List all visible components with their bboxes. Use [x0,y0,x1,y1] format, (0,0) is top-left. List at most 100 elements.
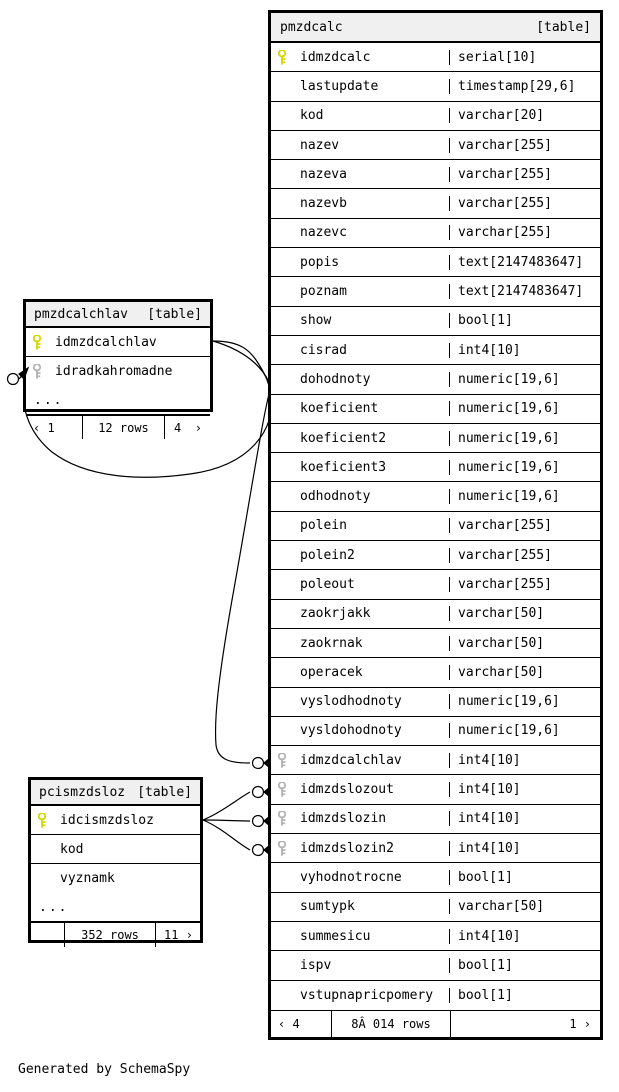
column-row[interactable]: vyznamk [31,864,200,893]
column-name-cell: nazev [271,138,449,153]
column-name: idmzdcalchlav [55,334,157,350]
pager-prev[interactable] [31,923,64,947]
column-type: varchar[50] [449,606,600,622]
column-row[interactable]: zaokrjakk varchar[50] [271,600,600,629]
column-name-cell: vstupnapricpomery [271,988,449,1003]
column-type: bool[1] [449,987,600,1003]
pager-next[interactable]: 1 › [569,1016,591,1031]
column-name: show [300,313,332,329]
column-type: timestamp[29,6] [449,78,600,94]
column-name-cell: kod [31,842,200,857]
column-name-cell: ispv [271,958,449,973]
column-name: kod [300,108,324,124]
column-name-cell: odhodnoty [271,489,449,504]
column-row[interactable]: idradkahromadne [26,357,210,386]
column-name: nazevb [300,196,347,212]
column-type: int4[10] [449,752,600,768]
table-header: pmzdcalc [table] [271,13,600,43]
pager-next[interactable]: 4 › [165,416,210,439]
column-name: dohodnoty [300,371,371,387]
column-name-cell: vyslodhodnoty [271,694,449,709]
pager-prev[interactable]: ‹ 1 [33,420,55,435]
column-row[interactable]: lastupdate timestamp[29,6] [271,72,600,102]
column-name-cell: nazevb [271,196,449,211]
column-name-cell: idmzdslozin2 [271,840,449,856]
column-name: polein [300,518,347,534]
column-row[interactable]: kod [31,835,200,864]
column-name-cell: idmzdcalchlav [271,752,449,768]
column-name-cell: idradkahromadne [26,364,210,379]
pager-row-count: 352 rows [64,923,156,947]
column-row[interactable]: idcismzdsloz [31,806,200,835]
ellipsis-label: ... [34,392,64,408]
column-name-cell: cisrad [271,343,449,358]
column-name-cell: idmzdcalc [271,49,449,65]
column-name-cell: operacek [271,665,449,680]
foreign-key-icon [273,811,293,826]
column-name: idmzdcalchlav [300,752,402,768]
column-type: varchar[255] [449,166,600,182]
column-name: kod [60,841,84,857]
table-title: pmzdcalc [280,19,343,35]
table-title: pmzdcalchlav [34,306,128,322]
column-name: koeficient2 [300,430,387,446]
pager-next[interactable]: 11 › [156,923,200,947]
column-name-cell: poznam [271,284,449,299]
column-type: int4[10] [449,928,600,944]
more-columns-row: ... [31,893,200,922]
column-row[interactable]: idmzdcalchlav [26,328,210,357]
column-list: idmzdcalchlav idradkahromadne [26,328,210,386]
diagram-caption: Generated by SchemaSpy [18,1062,191,1077]
pager[interactable]: ‹ 1 12 rows 4 › [26,415,210,439]
column-name: vyhodnotrocne [300,869,402,885]
column-type: varchar[255] [449,576,600,592]
column-name-cell: zaokrnak [271,636,449,651]
column-type: varchar[50] [449,635,600,651]
column-type: text[2147483647] [449,254,600,270]
pager[interactable]: ‹ 4 8Â 014 rows 1 › [271,1009,600,1037]
column-name: zaokrjakk [300,606,371,622]
pager-prev[interactable]: ‹ 4 [278,1016,300,1031]
ellipsis-label: ... [39,899,69,915]
column-name: lastupdate [300,78,379,94]
pager[interactable]: 352 rows 11 › [31,922,200,947]
column-name-cell: polein2 [271,548,449,563]
column-name: nazev [300,137,340,153]
column-row[interactable]: idmzdcalchlav int4[10] [271,746,600,776]
foreign-key-icon [273,840,293,856]
